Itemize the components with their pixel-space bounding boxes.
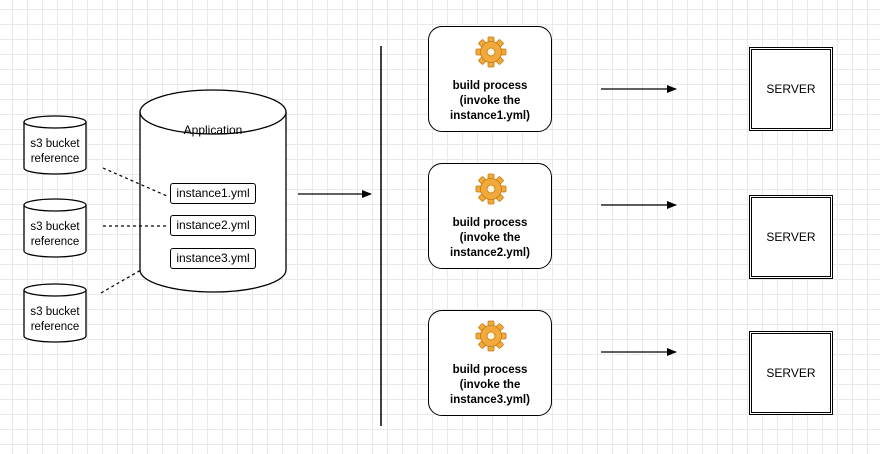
bucket-label-line1: s3 bucket	[30, 221, 80, 233]
build-process-box-2[interactable]: build process (invoke the instance2.yml)	[428, 163, 552, 269]
server-box-1[interactable]: SERVER	[749, 47, 833, 131]
bucket-label-line2: reference	[30, 321, 80, 333]
server-box-3[interactable]: SERVER	[749, 331, 833, 415]
build-process-box-1[interactable]: build process (invoke the instance1.yml)	[428, 26, 552, 132]
server-label-2: SERVER	[766, 230, 816, 244]
gear-icon	[475, 320, 507, 352]
bucket-label-line1: s3 bucket	[30, 306, 80, 318]
yml-file-instance2[interactable]: instance2.yml	[170, 215, 256, 236]
dotted-connector-3	[100, 269, 142, 294]
bucket-cylinder-1[interactable]	[23, 115, 87, 175]
bucket-label-line2: reference	[30, 153, 80, 165]
gear-icon	[475, 173, 507, 205]
yml-file-instance1[interactable]: instance1.yml	[170, 183, 256, 204]
server-label-3: SERVER	[766, 366, 816, 380]
bucket-label-3: s3 bucket reference	[23, 305, 87, 335]
yml-file-instance3[interactable]: instance3.yml	[170, 248, 256, 269]
bucket-label-2: s3 bucket reference	[23, 220, 87, 250]
bucket-label-1: s3 bucket reference	[23, 137, 87, 167]
build-process-label-3: build process (invoke the instance3.yml)	[450, 364, 530, 406]
bucket-cylinder-2[interactable]	[23, 198, 87, 258]
bucket-label-line1: s3 bucket	[30, 138, 80, 150]
server-box-2[interactable]: SERVER	[749, 195, 833, 279]
application-title: Application	[183, 123, 243, 137]
bucket-label-line2: reference	[30, 236, 80, 248]
server-label-1: SERVER	[766, 82, 816, 96]
build-process-label-2: build process (invoke the instance2.yml)	[450, 217, 530, 259]
build-process-box-3[interactable]: build process (invoke the instance3.yml)	[428, 310, 552, 416]
build-process-label-1: build process (invoke the instance1.yml)	[450, 80, 530, 122]
bucket-cylinder-3[interactable]	[23, 283, 87, 343]
gear-icon	[475, 36, 507, 68]
